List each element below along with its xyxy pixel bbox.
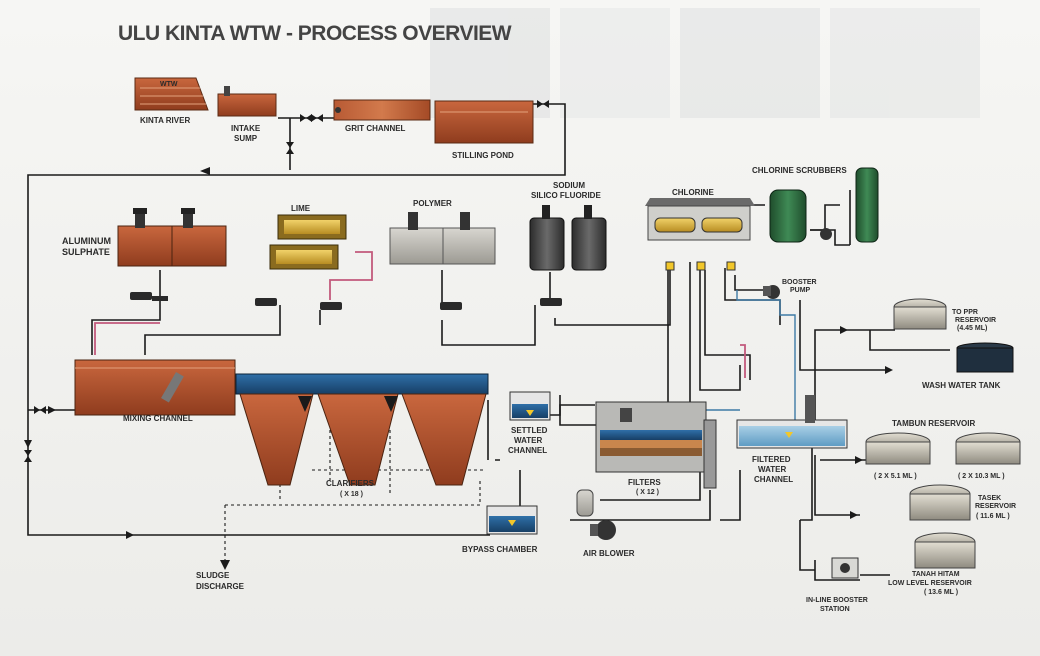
tasek-label-1: TASEK [978, 495, 1001, 502]
tambun-capacity-2: ( 2 X 10.3 ML ) [958, 473, 1005, 480]
stilling-pond [435, 101, 533, 143]
settled-water-label-2: WATER [514, 436, 543, 445]
mixing-channel [75, 360, 235, 415]
inline-booster-label-2: STATION [820, 606, 850, 613]
booster-pump [763, 285, 780, 299]
tanah-hitam-capacity: ( 13.6 ML ) [924, 589, 958, 596]
sodium-silico-fluoride-tanks [530, 205, 606, 270]
bypass-chamber-label: BYPASS CHAMBER [462, 545, 538, 554]
grit-channel-label: GRIT CHANNEL [345, 124, 406, 133]
filters [596, 402, 716, 488]
wash-water-tank-label: WASH WATER TANK [922, 381, 1001, 390]
air-blower-label: AIR BLOWER [583, 549, 635, 558]
stilling-pond-label: STILLING POND [452, 151, 514, 160]
settled-water-channel [510, 392, 550, 420]
inline-booster-station [832, 558, 858, 578]
to-ppr-label-2: RESERVOIR [955, 317, 996, 324]
air-blower [577, 490, 616, 540]
chlorine-building [645, 198, 755, 240]
inline-booster-label-1: IN-LINE BOOSTER [806, 597, 868, 604]
kinta-river-label: KINTA RIVER [140, 116, 190, 125]
sludge-discharge-label-2: DISCHARGE [196, 582, 245, 591]
grit-channel [334, 100, 430, 120]
kinta-river-sign: WTW [160, 81, 178, 88]
to-ppr-capacity: (4.45 ML) [957, 325, 987, 332]
wash-water-tank [957, 343, 1013, 372]
clarifiers-count: ( X 18 ) [340, 491, 363, 498]
sodium-label-1: SODIUM [553, 181, 585, 190]
intake-sump-label-1: INTAKE [231, 124, 261, 133]
to-ppr-label-1: TO PPR [952, 309, 978, 316]
kinta-river: WTW [135, 78, 208, 110]
aluminum-sulphate-label-1: ALUMINUM [62, 236, 111, 246]
chlorine-label: CHLORINE [672, 188, 714, 197]
dosing-pump-icons [130, 292, 562, 310]
lime-tanks [270, 215, 346, 269]
booster-pump-label-2: PUMP [790, 287, 811, 294]
polymer-label: POLYMER [413, 199, 452, 208]
filtered-water-label-1: FILTERED [752, 455, 791, 464]
tasek-capacity: ( 11.6 ML ) [976, 513, 1010, 520]
clarifiers-label: CLARIFIERS [326, 479, 375, 488]
settled-water-label-3: CHANNEL [508, 446, 547, 455]
filtered-water-label-2: WATER [758, 465, 787, 474]
clarifiers [236, 374, 488, 485]
intake-sump [218, 86, 276, 116]
filtered-water-channel [737, 395, 847, 448]
filters-count: ( X 12 ) [636, 489, 659, 496]
aluminum-sulphate-label-2: SULPHATE [62, 247, 110, 257]
bypass-chamber [487, 506, 537, 534]
to-ppr-reservoir [894, 299, 946, 329]
settled-water-label-1: SETTLED [511, 426, 548, 435]
tanah-hitam-reservoir [915, 533, 975, 568]
tanah-hitam-label-2: LOW LEVEL RESERVOIR [888, 580, 972, 587]
page-title: ULU KINTA WTW - PROCESS OVERVIEW [118, 22, 512, 45]
tasek-reservoir [910, 485, 970, 520]
tambun-capacity-1: ( 2 X 5.1 ML ) [874, 473, 917, 480]
chlorine-scrubbers-label: CHLORINE SCRUBBERS [752, 166, 847, 175]
tambun-reservoir-label: TAMBUN RESERVOIR [892, 419, 975, 428]
filters-label: FILTERS [628, 478, 661, 487]
chlorine-scrubbers [770, 168, 878, 242]
lime-label: LIME [291, 204, 311, 213]
tambun-reservoirs [866, 433, 1020, 464]
mixing-channel-label: MIXING CHANNEL [123, 414, 193, 423]
tanah-hitam-label-1: TANAH HITAM [912, 571, 960, 578]
tasek-label-2: RESERVOIR [975, 503, 1016, 510]
polymer-tanks [390, 212, 495, 264]
intake-sump-label-2: SUMP [234, 134, 258, 143]
sludge-discharge-label-1: SLUDGE [196, 571, 230, 580]
aluminum-sulphate-tanks [118, 208, 226, 266]
booster-pump-label-1: BOOSTER [782, 279, 817, 286]
pink-chemical-lines [95, 252, 745, 378]
sodium-label-2: SILICO FLUORIDE [531, 191, 601, 200]
filtered-water-label-3: CHANNEL [754, 475, 793, 484]
